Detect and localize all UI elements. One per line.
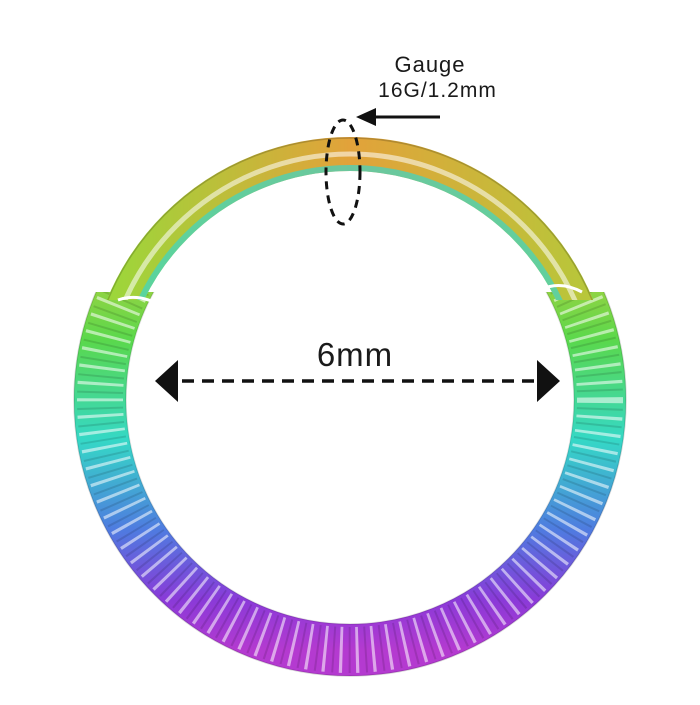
ring-smooth-segment xyxy=(106,137,594,300)
diameter-label: 6mm xyxy=(316,336,394,373)
gauge-cross-section-marker xyxy=(324,118,362,226)
gauge-title: Gauge xyxy=(394,52,466,77)
hinge-right xyxy=(539,284,583,294)
hinge-left xyxy=(117,295,166,310)
gauge-value: 16G/1.2mm xyxy=(378,79,497,102)
gauge-arrow-head xyxy=(356,108,376,126)
ring-twisted-section xyxy=(73,292,627,677)
diameter-arrow-right xyxy=(537,360,560,402)
diameter-arrow-left xyxy=(155,360,178,402)
